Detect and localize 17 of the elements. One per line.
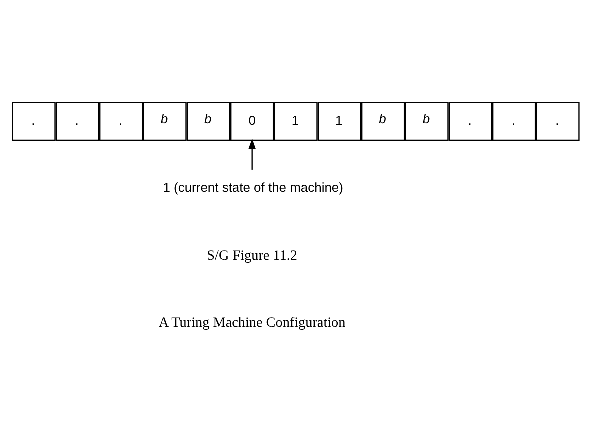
node-box: 1	[274, 102, 318, 141]
node-box: .	[492, 102, 536, 141]
arrow	[248, 138, 256, 170]
node-box: .	[56, 102, 100, 141]
node-box: b	[362, 102, 406, 141]
node-box: 1	[318, 102, 362, 141]
label: S/G Figure 11.2	[207, 247, 298, 264]
node-box: .	[100, 102, 144, 141]
node-box: b	[186, 102, 230, 141]
node-box: b	[405, 102, 449, 141]
node-box: b	[143, 102, 187, 141]
node-box: .	[448, 102, 492, 141]
label: A Turing Machine Configuration	[158, 314, 346, 331]
node-text: 1 (current state of the machine)	[163, 180, 344, 195]
node-box: .	[536, 102, 580, 141]
node-box: 0	[230, 102, 274, 141]
node-box: .	[12, 102, 56, 141]
